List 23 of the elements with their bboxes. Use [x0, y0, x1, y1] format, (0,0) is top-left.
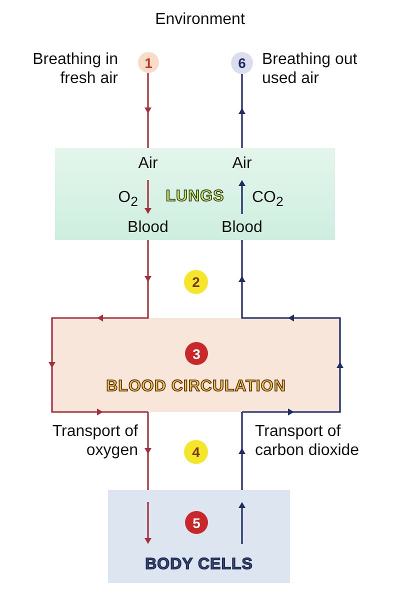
text-label: Transport of oxygen [51, 422, 138, 460]
circulation-band [52, 318, 340, 412]
number-circle: 2 [184, 270, 208, 294]
text-label: CO$_{2}$ [252, 188, 284, 212]
text-label: Air [232, 154, 252, 173]
band-title: LUNGS [164, 188, 226, 206]
number-circle: 5 [185, 511, 208, 534]
lungs-band [55, 148, 335, 240]
number-circle: 4 [184, 440, 208, 464]
number-circle: 6 [231, 52, 253, 74]
text-label: Air [138, 154, 158, 173]
band-title: BLOOD CIRCULATION [105, 378, 287, 396]
text-label: Blood [128, 218, 168, 237]
step-caption: Breathing in fresh air [32, 50, 118, 88]
text-label: Transport of carbon dioxide [255, 422, 360, 460]
body-cells-band [108, 490, 290, 583]
text-label: Blood [222, 218, 262, 237]
step-caption: Breathing out used air [262, 50, 358, 88]
text-label: O$_{2}$ [118, 188, 138, 212]
text-label: Environment [155, 10, 245, 29]
number-circle: 3 [185, 342, 208, 365]
band-title: BODY CELLS [144, 556, 254, 574]
number-circle: 1 [138, 52, 159, 73]
